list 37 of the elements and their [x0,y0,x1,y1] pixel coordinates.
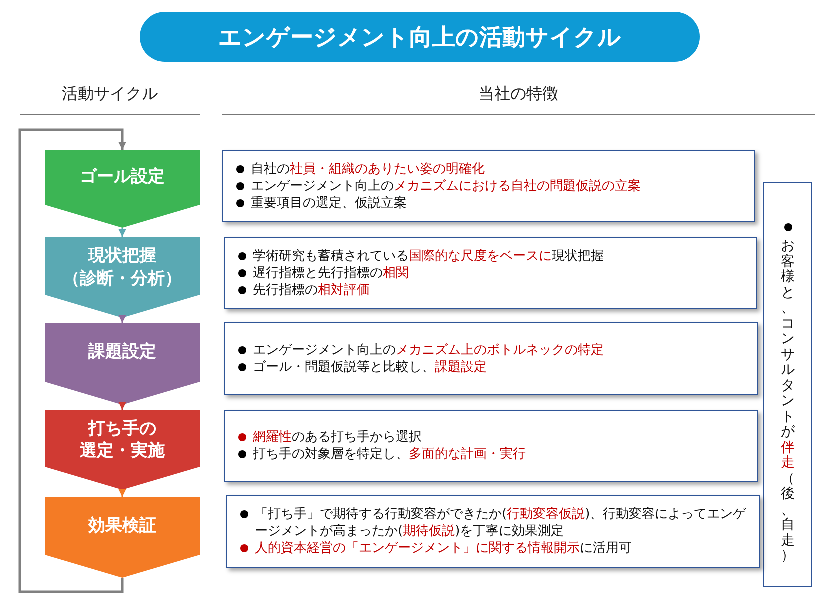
feature-box [226,495,760,568]
column-header: 活動サイクル [61,84,159,105]
bullet-text: 人的資本経営の「エンゲージメント」に関する情報開示に活用可 [255,540,633,557]
process-step [45,323,200,405]
feature-box [224,322,758,395]
loop-arrow [18,128,126,594]
bullet-text: 学術研究も蓄積されている国際的な尺度をベースに現状把握 [253,248,605,264]
bullet-text: 自社の社員・組織のありたい姿の明確化 [251,160,486,178]
arrow [118,489,126,497]
step-label: 打ち手の選定・実施 [79,418,166,464]
side-note-box [763,182,812,587]
feature-box [222,150,755,222]
bullet-text: エンゲージメント向上のメカニズムにおける自社の問題仮説の立案 [251,178,642,194]
bullet-text: 遅行指標と先行指標の相関 [253,264,410,282]
process-step [45,410,200,490]
process-step [45,150,200,228]
step-label: ゴール設定 [79,166,166,190]
bullet-text: 「打ち手」で期待する行動変容ができたか(行動変容仮説)、行動変容によってエンゲージメントが高まったか(期待仮説)を丁寧に効果測定 [255,506,748,540]
arrow [118,402,126,410]
bullet-text: 重要項目の選定、仮説立案 [251,194,408,212]
process-step [45,237,200,318]
process-step [45,497,200,578]
step-label: 効果検証 [87,514,158,538]
step-label: 現状把握（診断・分析） [62,245,183,291]
bullet-text: ゴール・問題仮説等と比較し、課題設定 [253,358,488,376]
vertical-text: お客様と、コンサルタントが伴走（後、自走） [780,239,796,564]
feature-box [224,410,758,482]
arrow [118,315,126,323]
bullet-text: 先行指標の相対評価 [253,282,371,298]
title-banner: エンゲージメント向上の活動サイクル [140,12,700,62]
bullet-text: 打ち手の対象層を特定し、多面的な計画・実行 [253,446,527,463]
feature-box [224,237,757,309]
bullet-text: 網羅性のある打ち手から選択 [253,429,423,446]
step-label: 課題設定 [87,341,158,364]
bullet-text: エンゲージメント向上のメカニズム上のボトルネックの特定 [253,342,605,358]
column-header: 当社の特徴 [478,84,560,105]
arrow [118,228,126,237]
